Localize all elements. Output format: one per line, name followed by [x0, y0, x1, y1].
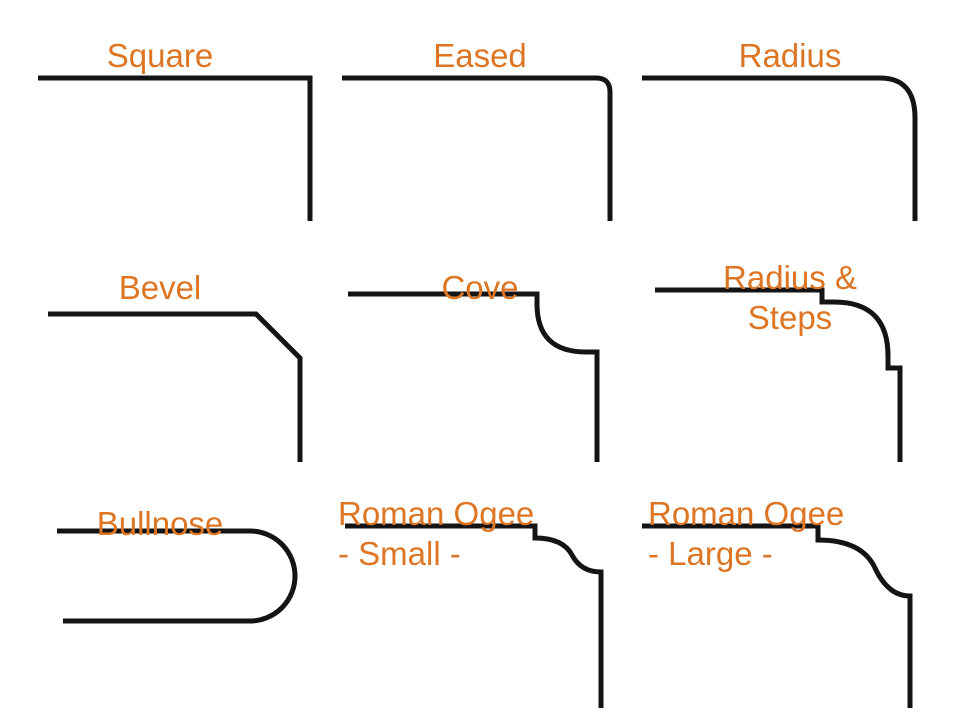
bevel-edge-path — [48, 311, 303, 462]
roman-ogee-small-edge-path — [345, 523, 604, 708]
roman-ogee-large-edge-path — [642, 523, 913, 708]
profile-drawing-eased — [342, 75, 613, 221]
profile-tile-bevel[interactable]: Bevel — [0, 232, 320, 472]
radius-edge-path — [642, 75, 918, 221]
bullnose-edge-path — [57, 528, 298, 624]
profile-tile-radius[interactable]: Radius — [630, 0, 950, 240]
profile-drawing-bullnose — [57, 528, 298, 624]
profile-drawing-roman-ogee-large — [642, 523, 913, 708]
profile-drawing-square — [38, 75, 313, 221]
profile-tile-square[interactable]: Square — [0, 0, 320, 240]
profile-tile-cove[interactable]: Cove — [320, 232, 640, 472]
profile-drawing-cove — [348, 291, 600, 462]
square-edge-path — [38, 75, 313, 221]
eased-edge-path — [342, 75, 613, 221]
cove-edge-path — [348, 291, 600, 462]
profile-drawing-roman-ogee-small — [345, 523, 604, 708]
profile-drawing-radius-and-steps — [655, 287, 903, 462]
profile-tile-roman-ogee-large[interactable]: Roman Ogee - Large - — [630, 468, 950, 708]
profile-tile-eased[interactable]: Eased — [320, 0, 640, 240]
profile-drawing-radius — [642, 75, 918, 221]
radius-steps-edge-path — [655, 287, 903, 462]
profile-tile-roman-ogee-small[interactable]: Roman Ogee - Small - — [320, 468, 640, 708]
profile-tile-bullnose[interactable]: Bullnose — [0, 468, 320, 708]
profile-tile-radius-and-steps[interactable]: Radius & Steps — [630, 232, 950, 472]
profile-drawing-bevel — [48, 311, 303, 462]
